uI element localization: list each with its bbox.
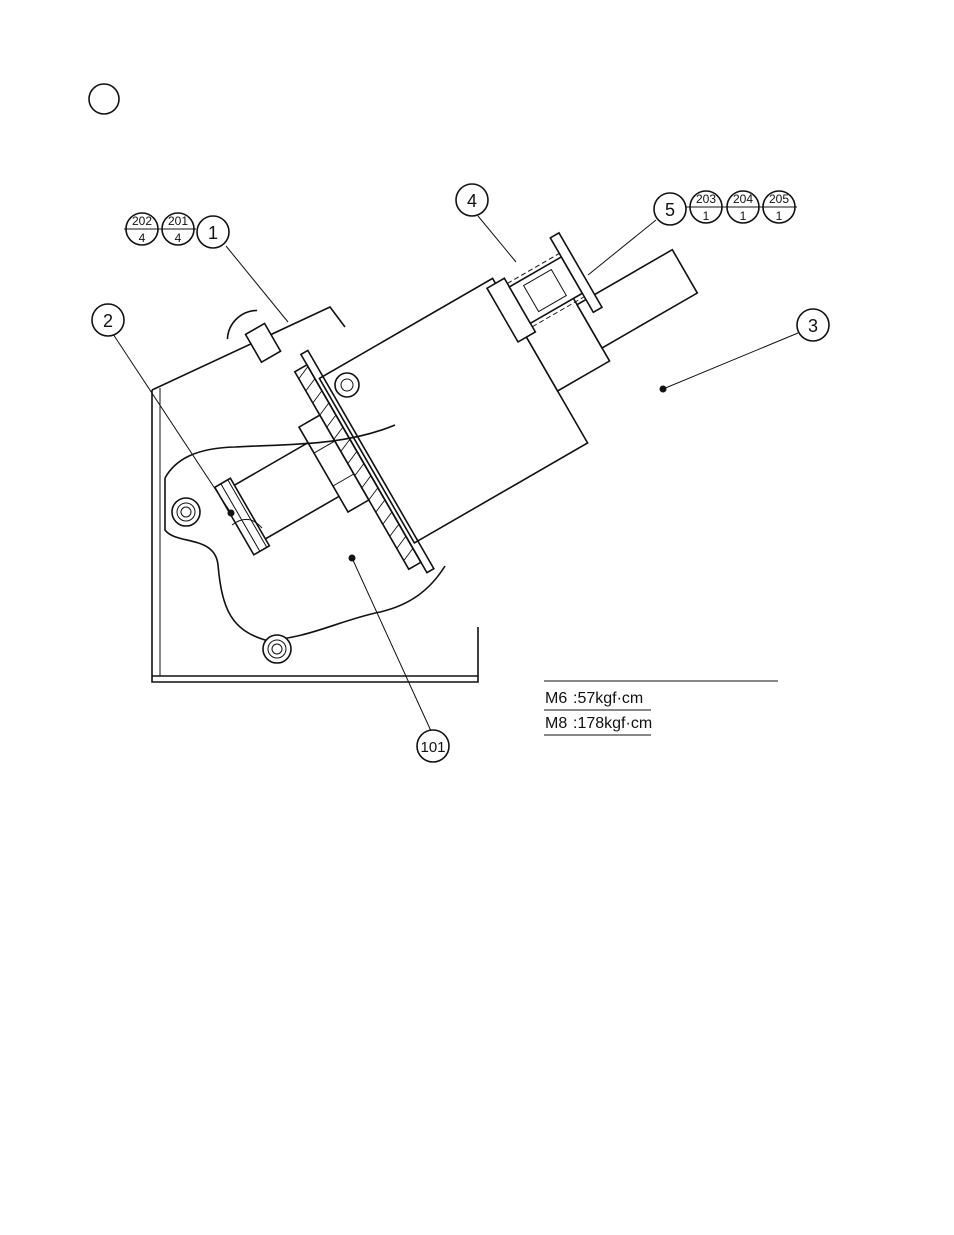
fraction-204-bottom: 1 [740,209,747,223]
fraction-205-bottom: 1 [776,209,783,223]
fraction-balloon-202: 202 4 [124,213,160,245]
fraction-203-bottom: 1 [703,209,710,223]
balloon-101-label: 101 [420,739,445,756]
bottom-bolt [263,635,291,663]
fraction-204-top: 204 [733,192,753,206]
leader-3 [663,333,798,389]
left-bolt [172,498,200,526]
fraction-202-top: 202 [132,214,152,228]
leader-4 [478,216,516,262]
torque-m6-value: :57kgf·cm [573,690,643,707]
torque-m6-bolt: M6 [545,690,567,707]
fraction-201-bottom: 4 [175,231,182,245]
top-bolt [335,373,359,397]
torque-spec-table: M6 :57kgf·cm M8 :178kgf·cm [544,681,778,735]
fraction-203-top: 203 [696,192,716,206]
main-housing [147,112,751,643]
balloon-3-label: 3 [808,316,818,336]
fraction-balloon-204: 204 1 [724,191,761,223]
balloon-5-label: 5 [665,200,675,220]
torque-m8-value: :178kgf·cm [573,715,652,732]
fraction-balloon-203: 203 1 [686,191,724,223]
fraction-205-top: 205 [769,192,789,206]
torque-m8-bolt: M8 [545,715,567,732]
balloon-1-label: 1 [208,223,218,243]
balloon-2-label: 2 [103,311,113,331]
balloon-4-label: 4 [467,191,477,211]
fraction-balloon-201: 201 4 [160,213,196,245]
corner-marker-circle [89,84,119,114]
fraction-201-top: 201 [168,214,188,228]
fraction-202-bottom: 4 [139,231,146,245]
fraction-balloon-205: 205 1 [761,191,797,223]
leader-101 [352,558,431,731]
